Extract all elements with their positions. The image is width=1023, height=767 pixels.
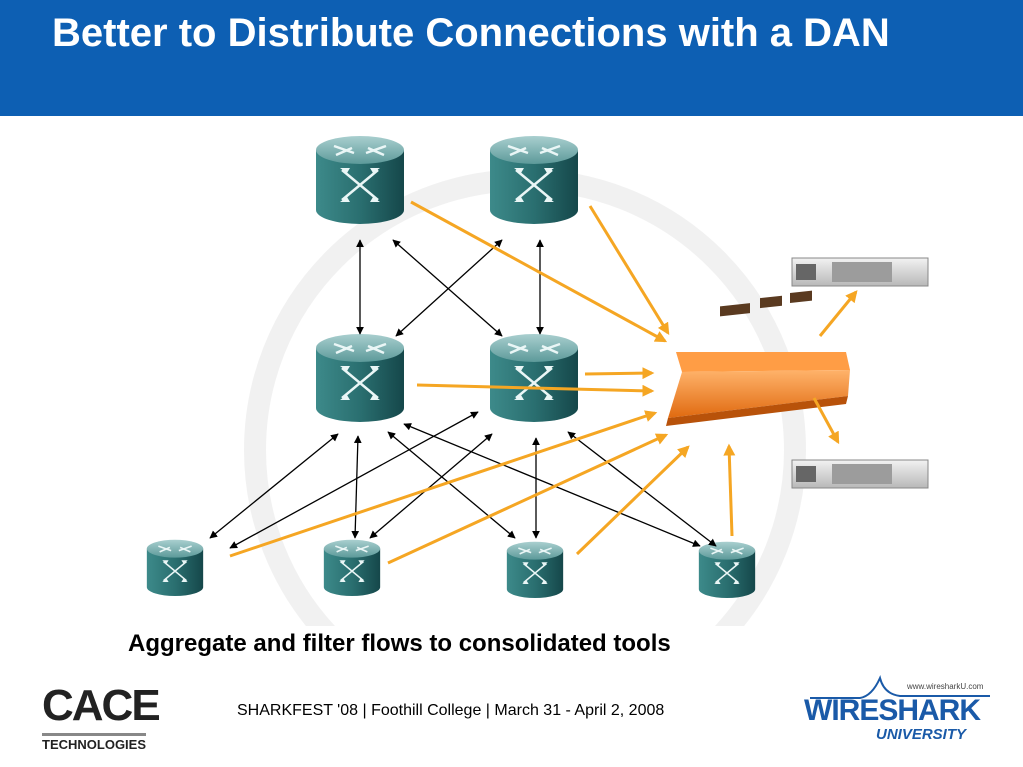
router-top-right xyxy=(488,134,580,226)
cace-logo-word: CACE xyxy=(42,681,161,730)
connection-arrows xyxy=(209,239,717,549)
aggregation-appliance-icon xyxy=(666,290,850,426)
router-bottom-4 xyxy=(698,540,756,599)
router-bottom-1 xyxy=(146,538,204,597)
network-diagram xyxy=(146,134,929,626)
slide-title: Better to Distribute Connections with a … xyxy=(52,11,890,55)
router-top-left xyxy=(314,134,406,226)
wireshark-logo-subtitle: UNIVERSITY xyxy=(876,726,967,743)
router-mid-left xyxy=(314,332,406,424)
router-bottom-2 xyxy=(323,538,381,597)
slide-caption: Aggregate and filter flows to consolidat… xyxy=(128,630,671,657)
server-icon xyxy=(791,459,929,489)
shark-fin-icon xyxy=(810,674,990,699)
router-mid-right xyxy=(488,332,580,424)
wireshark-logo-word: WIRESHARK xyxy=(804,694,981,727)
footer-event-info: SHARKFEST '08 | Foothill College | March… xyxy=(237,702,665,719)
title-bar: Better to Distribute Connections with a … xyxy=(0,0,1023,116)
cace-logo-subtitle: TECHNOLOGIES xyxy=(42,733,147,752)
server-icon xyxy=(791,257,929,287)
wireshark-university-logo: www.wiresharkU.com WIRESHARK UNIVERSITY xyxy=(800,672,1000,752)
aggregation-arrows xyxy=(229,200,858,565)
cace-technologies-logo: CACE TECHNOLOGIES xyxy=(42,681,172,752)
wireshark-url: www.wiresharkU.com xyxy=(905,682,986,691)
router-bottom-3 xyxy=(506,540,564,599)
